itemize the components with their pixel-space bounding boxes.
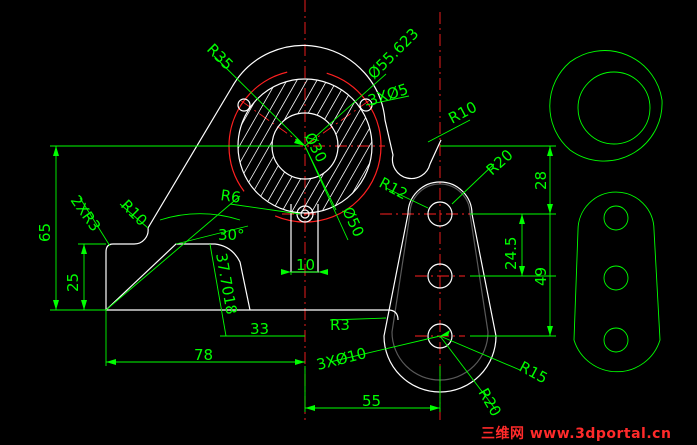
dim-37-7018: 37.7018 bbox=[212, 252, 240, 316]
dim-10: 10 bbox=[296, 256, 315, 274]
watermark: 三维网 www.3dportal.cn bbox=[481, 426, 672, 442]
side-view-top bbox=[549, 50, 663, 162]
dim-r20-bottom: R20 bbox=[475, 385, 505, 420]
dim-r6: R6 bbox=[219, 186, 241, 207]
slot-arm bbox=[383, 181, 497, 393]
dim-r20: R20 bbox=[483, 146, 517, 179]
dim-30deg: 30° bbox=[218, 226, 245, 244]
dim-25: 25 bbox=[64, 273, 82, 292]
dim-r3: R3 bbox=[330, 316, 350, 334]
dim-33: 33 bbox=[250, 320, 269, 338]
dim-dia50: Ø50 bbox=[338, 204, 367, 240]
dim-28: 28 bbox=[532, 171, 550, 190]
dim-r15: R15 bbox=[516, 358, 551, 388]
dim-dia55: Ø55.623 bbox=[364, 25, 422, 83]
dim-2xr3: 2XR3 bbox=[67, 192, 105, 235]
dim-55: 55 bbox=[362, 392, 381, 410]
dim-r10-left: R10 bbox=[117, 196, 151, 230]
dim-r35: R35 bbox=[203, 40, 237, 74]
side-view-bottom bbox=[573, 191, 661, 373]
arrowheads bbox=[53, 138, 553, 411]
main-part-outline bbox=[105, 44, 442, 321]
dim-3xdia10: 3XØ10 bbox=[315, 344, 369, 374]
dim-r10-top: R10 bbox=[445, 98, 480, 128]
dim-holes3: 3XØ5 bbox=[366, 80, 411, 110]
dim-49: 49 bbox=[532, 267, 550, 286]
dim-78: 78 bbox=[194, 346, 213, 364]
dim-65: 65 bbox=[36, 223, 54, 242]
dim-24-5: 24.5 bbox=[502, 237, 520, 270]
dimension-lines bbox=[50, 55, 556, 412]
